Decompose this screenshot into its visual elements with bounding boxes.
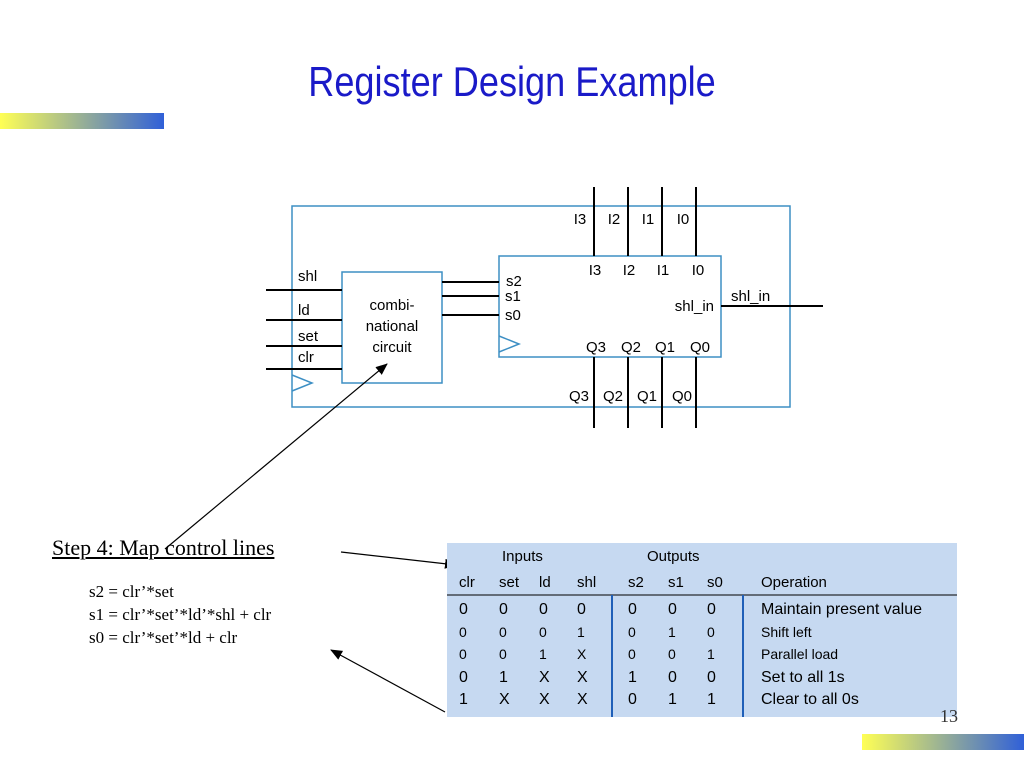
register-output-label-Q2: Q2	[621, 339, 641, 356]
table-cell: 0	[539, 624, 547, 640]
register-select-label-s0: s0	[505, 307, 521, 324]
table-cell: X	[539, 669, 550, 686]
external-shl-in-label: shl_in	[731, 288, 770, 305]
equation-s2: s2 = clr’*set	[89, 582, 174, 601]
truth-table: Inputs Outputs clr set ld shl s2 s1 s0 Operatio…	[447, 543, 957, 717]
register-input-label-I1: I1	[657, 262, 670, 279]
combo-label-line-3: circuit	[372, 339, 412, 356]
table-cell: 0	[459, 601, 468, 618]
decorative-band-bottom	[862, 734, 1024, 750]
table-cell: 0	[499, 646, 507, 662]
step-heading: Step 4: Map control lines	[52, 535, 275, 560]
column-header: set	[499, 574, 520, 591]
table-cell-operation: Shift left	[761, 624, 812, 640]
control-label-set: set	[298, 328, 319, 345]
table-cell: 0	[707, 601, 716, 618]
outer-output-label-Q0: Q0	[672, 388, 692, 405]
table-cell: 0	[499, 601, 508, 618]
outer-output-label-Q2: Q2	[603, 388, 623, 405]
table-cell: 0	[628, 624, 636, 640]
table-cell: 1	[628, 669, 637, 686]
table-cell: 1	[459, 691, 468, 708]
group-header-outputs: Outputs	[647, 548, 700, 565]
clock-triangle-inner	[498, 335, 522, 353]
register-output-label-Q1: Q1	[655, 339, 675, 356]
outer-input-label-I0: I0	[677, 211, 690, 228]
column-header: Operation	[761, 574, 827, 591]
table-cell: X	[577, 669, 588, 686]
register-select-label-s2: s2	[506, 273, 522, 290]
table-cell: 0	[459, 624, 467, 640]
table-cell: 0	[539, 601, 548, 618]
column-header: shl	[577, 574, 597, 591]
table-cell: 0	[459, 669, 468, 686]
outer-output-label-Q3: Q3	[569, 388, 589, 405]
equations-list: s2 = clr’*set s1 = clr’*set’*ld’*shl + c…	[89, 580, 271, 649]
combo-label-line-2: national	[366, 318, 419, 335]
column-header: clr	[459, 574, 475, 591]
table-cell: 0	[707, 669, 716, 686]
table-cell: 1	[668, 691, 677, 708]
column-header: s2	[628, 574, 644, 591]
register-output-label-Q3: Q3	[586, 339, 606, 356]
outer-output-label-Q1: Q1	[637, 388, 657, 405]
slide-title: Register Design Example	[308, 58, 716, 105]
outer-input-label-I3: I3	[574, 211, 587, 228]
outer-register-box	[291, 205, 791, 408]
combo-label-line-1: combi-	[369, 297, 414, 314]
column-header: ld	[539, 574, 551, 591]
table-cell: 0	[628, 646, 636, 662]
truth-table-dividers	[447, 594, 957, 717]
table-cell: 0	[668, 601, 677, 618]
table-cell: 0	[628, 691, 637, 708]
table-cell: 0	[459, 646, 467, 662]
register-shl-in-label: shl_in	[675, 298, 714, 315]
arrow-to-equations	[330, 649, 446, 713]
table-cell: X	[577, 646, 587, 662]
outer-input-label-I1: I1	[642, 211, 655, 228]
arrow-to-combinational-circuit	[164, 363, 388, 550]
table-cell-operation: Parallel load	[761, 646, 839, 662]
table-cell: 0	[577, 601, 586, 618]
decorative-band-top	[0, 113, 164, 129]
column-header: s0	[707, 574, 723, 591]
table-cell-operation: Set to all 1s	[761, 669, 845, 686]
table-cell: 0	[668, 646, 676, 662]
equation-s1: s1 = clr’*set’*ld’*shl + clr	[89, 605, 272, 624]
register-input-label-I3: I3	[589, 262, 602, 279]
register-input-label-I0: I0	[692, 262, 705, 279]
table-cell: 1	[707, 646, 715, 662]
equation-s0: s0 = clr’*set’*ld + clr	[89, 628, 238, 647]
table-cell: X	[577, 691, 588, 708]
table-cell: 1	[539, 646, 547, 662]
table-cell: X	[499, 691, 510, 708]
table-cell: X	[539, 691, 550, 708]
table-cell: 0	[628, 601, 637, 618]
table-cell-operation: Clear to all 0s	[761, 691, 859, 708]
arrow-to-truth-table	[340, 551, 457, 569]
clock-triangle-outer	[291, 374, 315, 392]
register-output-label-Q0: Q0	[690, 339, 710, 356]
table-cell: 0	[668, 669, 677, 686]
control-label-clr: clr	[298, 349, 314, 366]
column-header: s1	[668, 574, 684, 591]
page-number: 13	[940, 706, 958, 726]
register-select-label-s1: s1	[505, 288, 521, 305]
table-cell: 1	[577, 624, 585, 640]
table-cell: 0	[707, 624, 715, 640]
combinational-circuit-box	[341, 271, 443, 384]
table-cell: 1	[707, 691, 716, 708]
table-cell: 0	[499, 624, 507, 640]
group-header-inputs: Inputs	[502, 548, 543, 565]
register-input-label-I2: I2	[623, 262, 636, 279]
table-cell-operation: Maintain present value	[761, 601, 922, 618]
outer-input-label-I2: I2	[608, 211, 621, 228]
control-label-shl: shl	[298, 268, 317, 285]
control-label-ld: ld	[298, 302, 310, 319]
table-cell: 1	[499, 669, 508, 686]
table-cell: 1	[668, 624, 676, 640]
